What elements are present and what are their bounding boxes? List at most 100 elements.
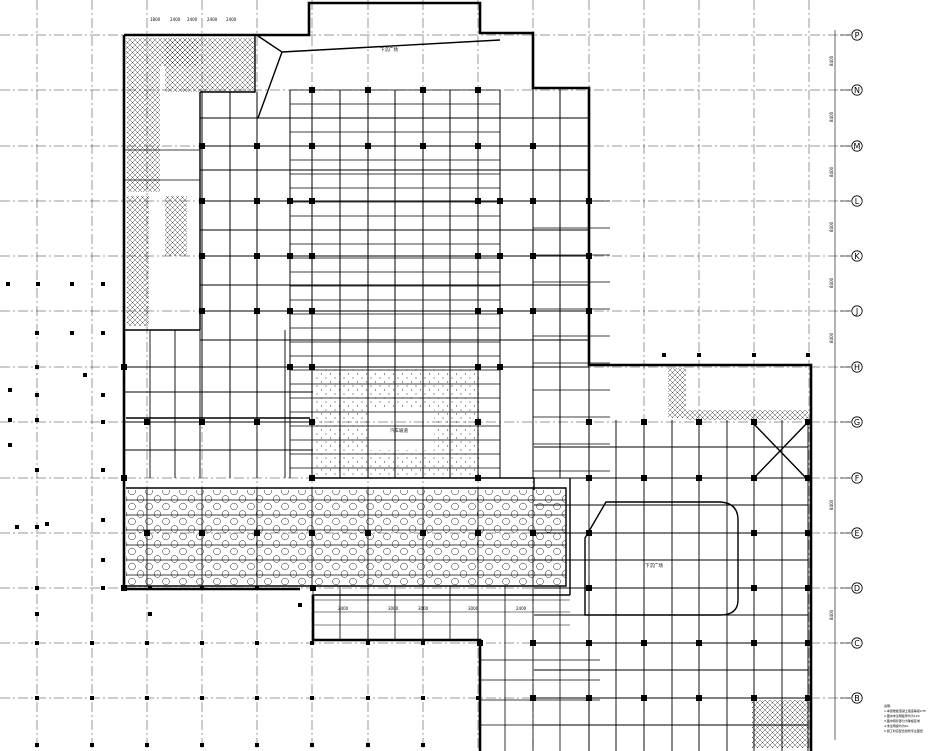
- column: [497, 253, 503, 259]
- outside-column: [101, 468, 105, 472]
- outside-column: [148, 612, 152, 616]
- outside-column: [90, 641, 94, 645]
- outside-column: [35, 743, 39, 747]
- column: [309, 475, 315, 481]
- column: [751, 585, 757, 591]
- outside-column: [101, 282, 105, 286]
- outside-column: [70, 282, 74, 286]
- column: [420, 87, 426, 93]
- axis-label: G: [854, 418, 860, 427]
- outside-column: [8, 418, 12, 422]
- column: [199, 530, 205, 536]
- axis-bubble-d: D: [840, 582, 863, 594]
- column: [696, 695, 702, 701]
- axis-label: M: [854, 142, 861, 151]
- column: [475, 308, 481, 314]
- column-markers: [121, 87, 811, 701]
- axis-circle: [851, 29, 863, 41]
- column: [586, 308, 592, 314]
- note-line-2: 1.本层楼板混凝土强度等级C35: [884, 708, 926, 713]
- axis-label: N: [854, 86, 860, 95]
- outside-column: [35, 468, 39, 472]
- column: [199, 198, 205, 204]
- column: [696, 475, 702, 481]
- axis-label: B: [854, 694, 860, 703]
- column: [586, 695, 592, 701]
- column: [641, 695, 647, 701]
- outside-column: [148, 586, 152, 590]
- left-hatch-column-lower: [127, 196, 149, 326]
- outside-column: [45, 522, 49, 526]
- mid-dim-3: 3000: [418, 606, 429, 611]
- column: [805, 585, 811, 591]
- column: [497, 308, 503, 314]
- outside-column: [83, 373, 87, 377]
- axis-bubble-h: H: [840, 361, 863, 373]
- column: [641, 475, 647, 481]
- axis-circle: [851, 692, 863, 704]
- note-line-3: 2.图中未注明板厚均为120: [884, 713, 920, 718]
- right-dim-4: 8400: [829, 221, 834, 232]
- column: [144, 530, 150, 536]
- outside-column: [145, 743, 149, 747]
- axis-label: L: [855, 197, 860, 206]
- column: [530, 198, 536, 204]
- outside-column: [806, 353, 810, 357]
- column: [254, 419, 260, 425]
- column: [530, 308, 536, 314]
- notes-block: 说明: 1.本层楼板混凝土强度等级C35 2.图中未注明板厚均为120 3.图中…: [884, 703, 926, 733]
- outside-column: [421, 743, 425, 747]
- column: [641, 640, 647, 646]
- outside-column: [255, 743, 259, 747]
- column: [530, 530, 536, 536]
- top-dimensions: 1800 2400 2400 2400 2400: [150, 17, 237, 22]
- outside-column: [36, 282, 40, 286]
- left-hatch-column: [127, 66, 160, 192]
- column: [475, 475, 481, 481]
- column: [254, 198, 260, 204]
- column: [475, 530, 481, 536]
- axis-bubble-l: L: [840, 195, 863, 207]
- axis-bubble-p: P: [840, 29, 863, 41]
- outside-column: [15, 525, 19, 529]
- outside-column: [200, 696, 204, 700]
- dot-hatch-area-center-low: [434, 409, 479, 479]
- column: [254, 308, 260, 314]
- column: [199, 143, 205, 149]
- outside-column: [200, 586, 204, 590]
- axis-label: F: [855, 474, 860, 483]
- note-line-1: 说明:: [884, 703, 891, 708]
- axis-label: P: [855, 31, 860, 40]
- column: [287, 253, 293, 259]
- outside-column: [70, 331, 74, 335]
- axis-circle: [851, 472, 863, 484]
- right-hatch-block: [668, 368, 686, 418]
- column: [287, 308, 293, 314]
- axis-bubble-f: F: [840, 472, 863, 484]
- outside-column: [310, 641, 314, 645]
- dot-hatch-area-left: [313, 367, 369, 479]
- upper-left-hatch: [165, 38, 255, 92]
- right-dim-6: 8400: [829, 332, 834, 343]
- column: [254, 530, 260, 536]
- column: [475, 198, 481, 204]
- outside-column: [255, 641, 259, 645]
- column: [309, 143, 315, 149]
- column: [751, 530, 757, 536]
- outside-column: [310, 743, 314, 747]
- mid-dim-5: 2400: [516, 606, 527, 611]
- column: [309, 87, 315, 93]
- column: [475, 87, 481, 93]
- outside-column-markers: [6, 282, 810, 747]
- column: [641, 419, 647, 425]
- column: [530, 640, 536, 646]
- axis-bubble-b: B: [840, 692, 863, 704]
- column: [287, 364, 293, 370]
- column: [309, 530, 315, 536]
- note-line-5: 4.未注明梁均为KL: [884, 723, 909, 728]
- column: [199, 308, 205, 314]
- outside-column: [6, 282, 10, 286]
- outside-column: [35, 393, 39, 397]
